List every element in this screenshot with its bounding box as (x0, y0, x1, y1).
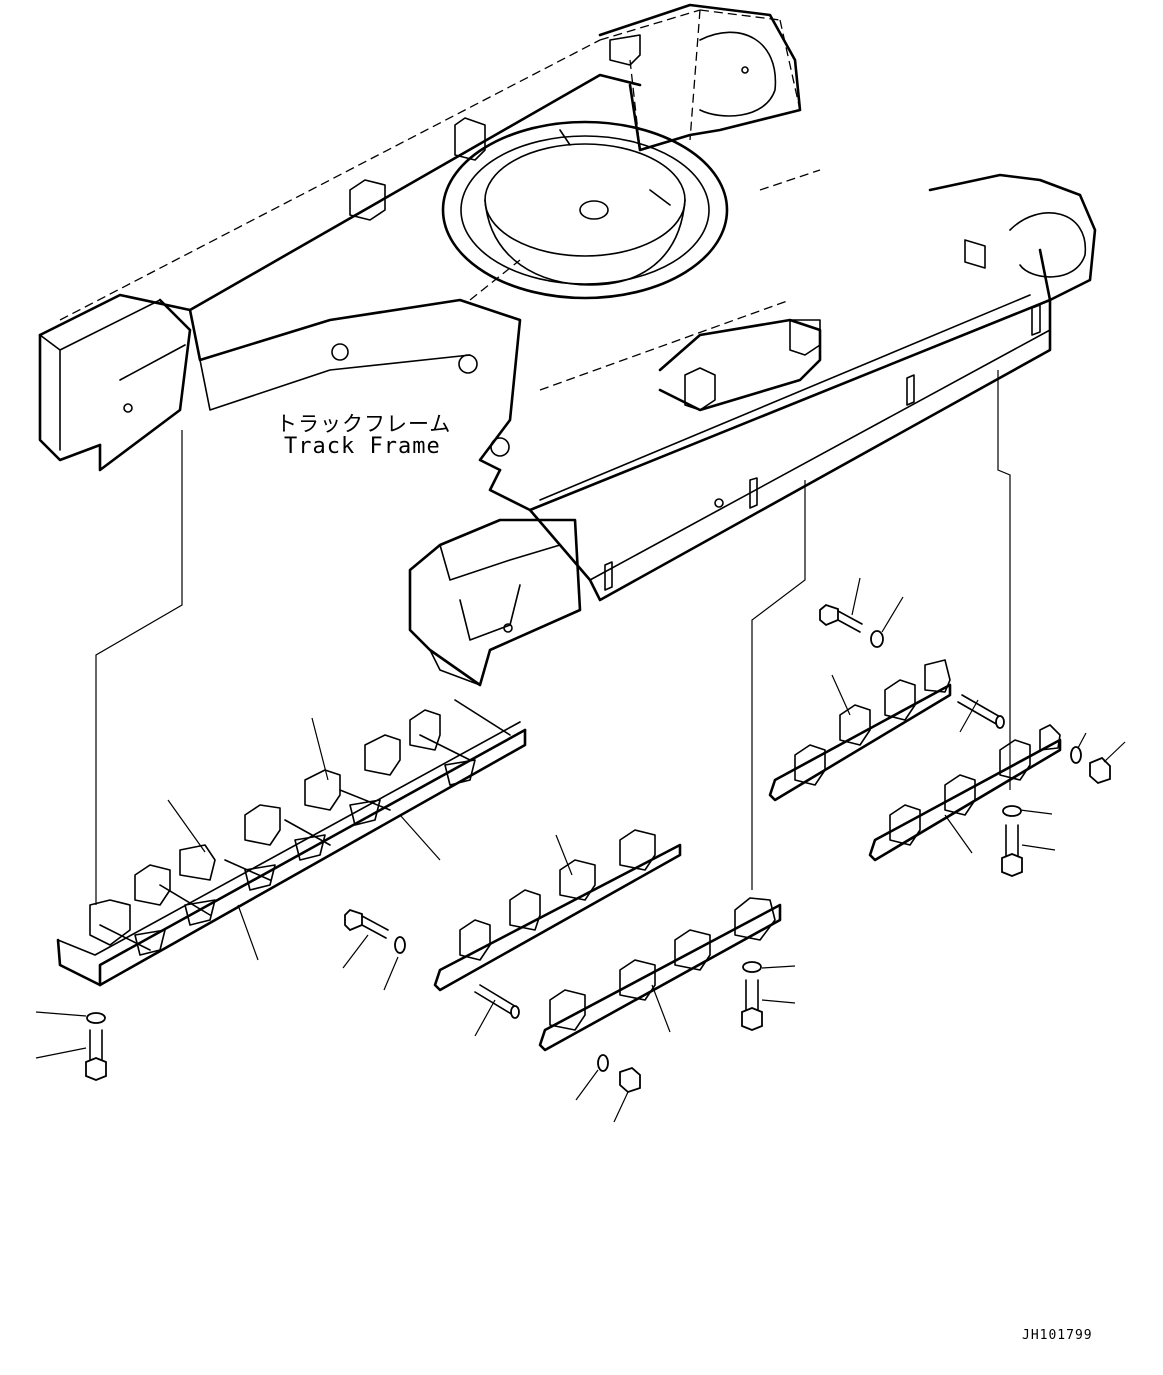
bolt-head (344, 908, 363, 932)
bolt-head (85, 1057, 107, 1081)
nut (619, 1066, 641, 1094)
bolt-shank (1005, 824, 1019, 859)
track-frame (38, 3, 1097, 687)
washer (870, 630, 884, 648)
bolt-shank (89, 1029, 103, 1063)
bolt-head (819, 603, 839, 627)
track-guard-long (56, 699, 527, 987)
nut (1089, 756, 1111, 785)
track-guard-right-lower (868, 724, 1062, 862)
pin (474, 984, 519, 1016)
bolt-shank (745, 979, 759, 1013)
washer (86, 1012, 106, 1024)
track-guard-mid-upper (433, 829, 682, 992)
pin (957, 694, 1003, 726)
bolt-head (1001, 853, 1023, 877)
drawing-code: JH101799 (1022, 1328, 1093, 1343)
track-guard-mid-lower (538, 897, 782, 1052)
fasteners (85, 603, 1111, 1094)
track-frame-label-en: Track Frame (284, 434, 441, 459)
washer (1070, 746, 1082, 764)
leader-lines (95, 370, 1011, 905)
bolt-head (741, 1007, 763, 1031)
washer (597, 1054, 609, 1072)
washer (394, 936, 406, 954)
bolt-shank (361, 915, 389, 939)
callout-leaders (35, 577, 1126, 1123)
track-frame-label-jp: トラックフレーム (276, 412, 452, 436)
washer (1002, 805, 1022, 817)
track-guard-right-upper (768, 659, 952, 802)
bolt-shank (837, 610, 863, 633)
washer (742, 961, 762, 973)
